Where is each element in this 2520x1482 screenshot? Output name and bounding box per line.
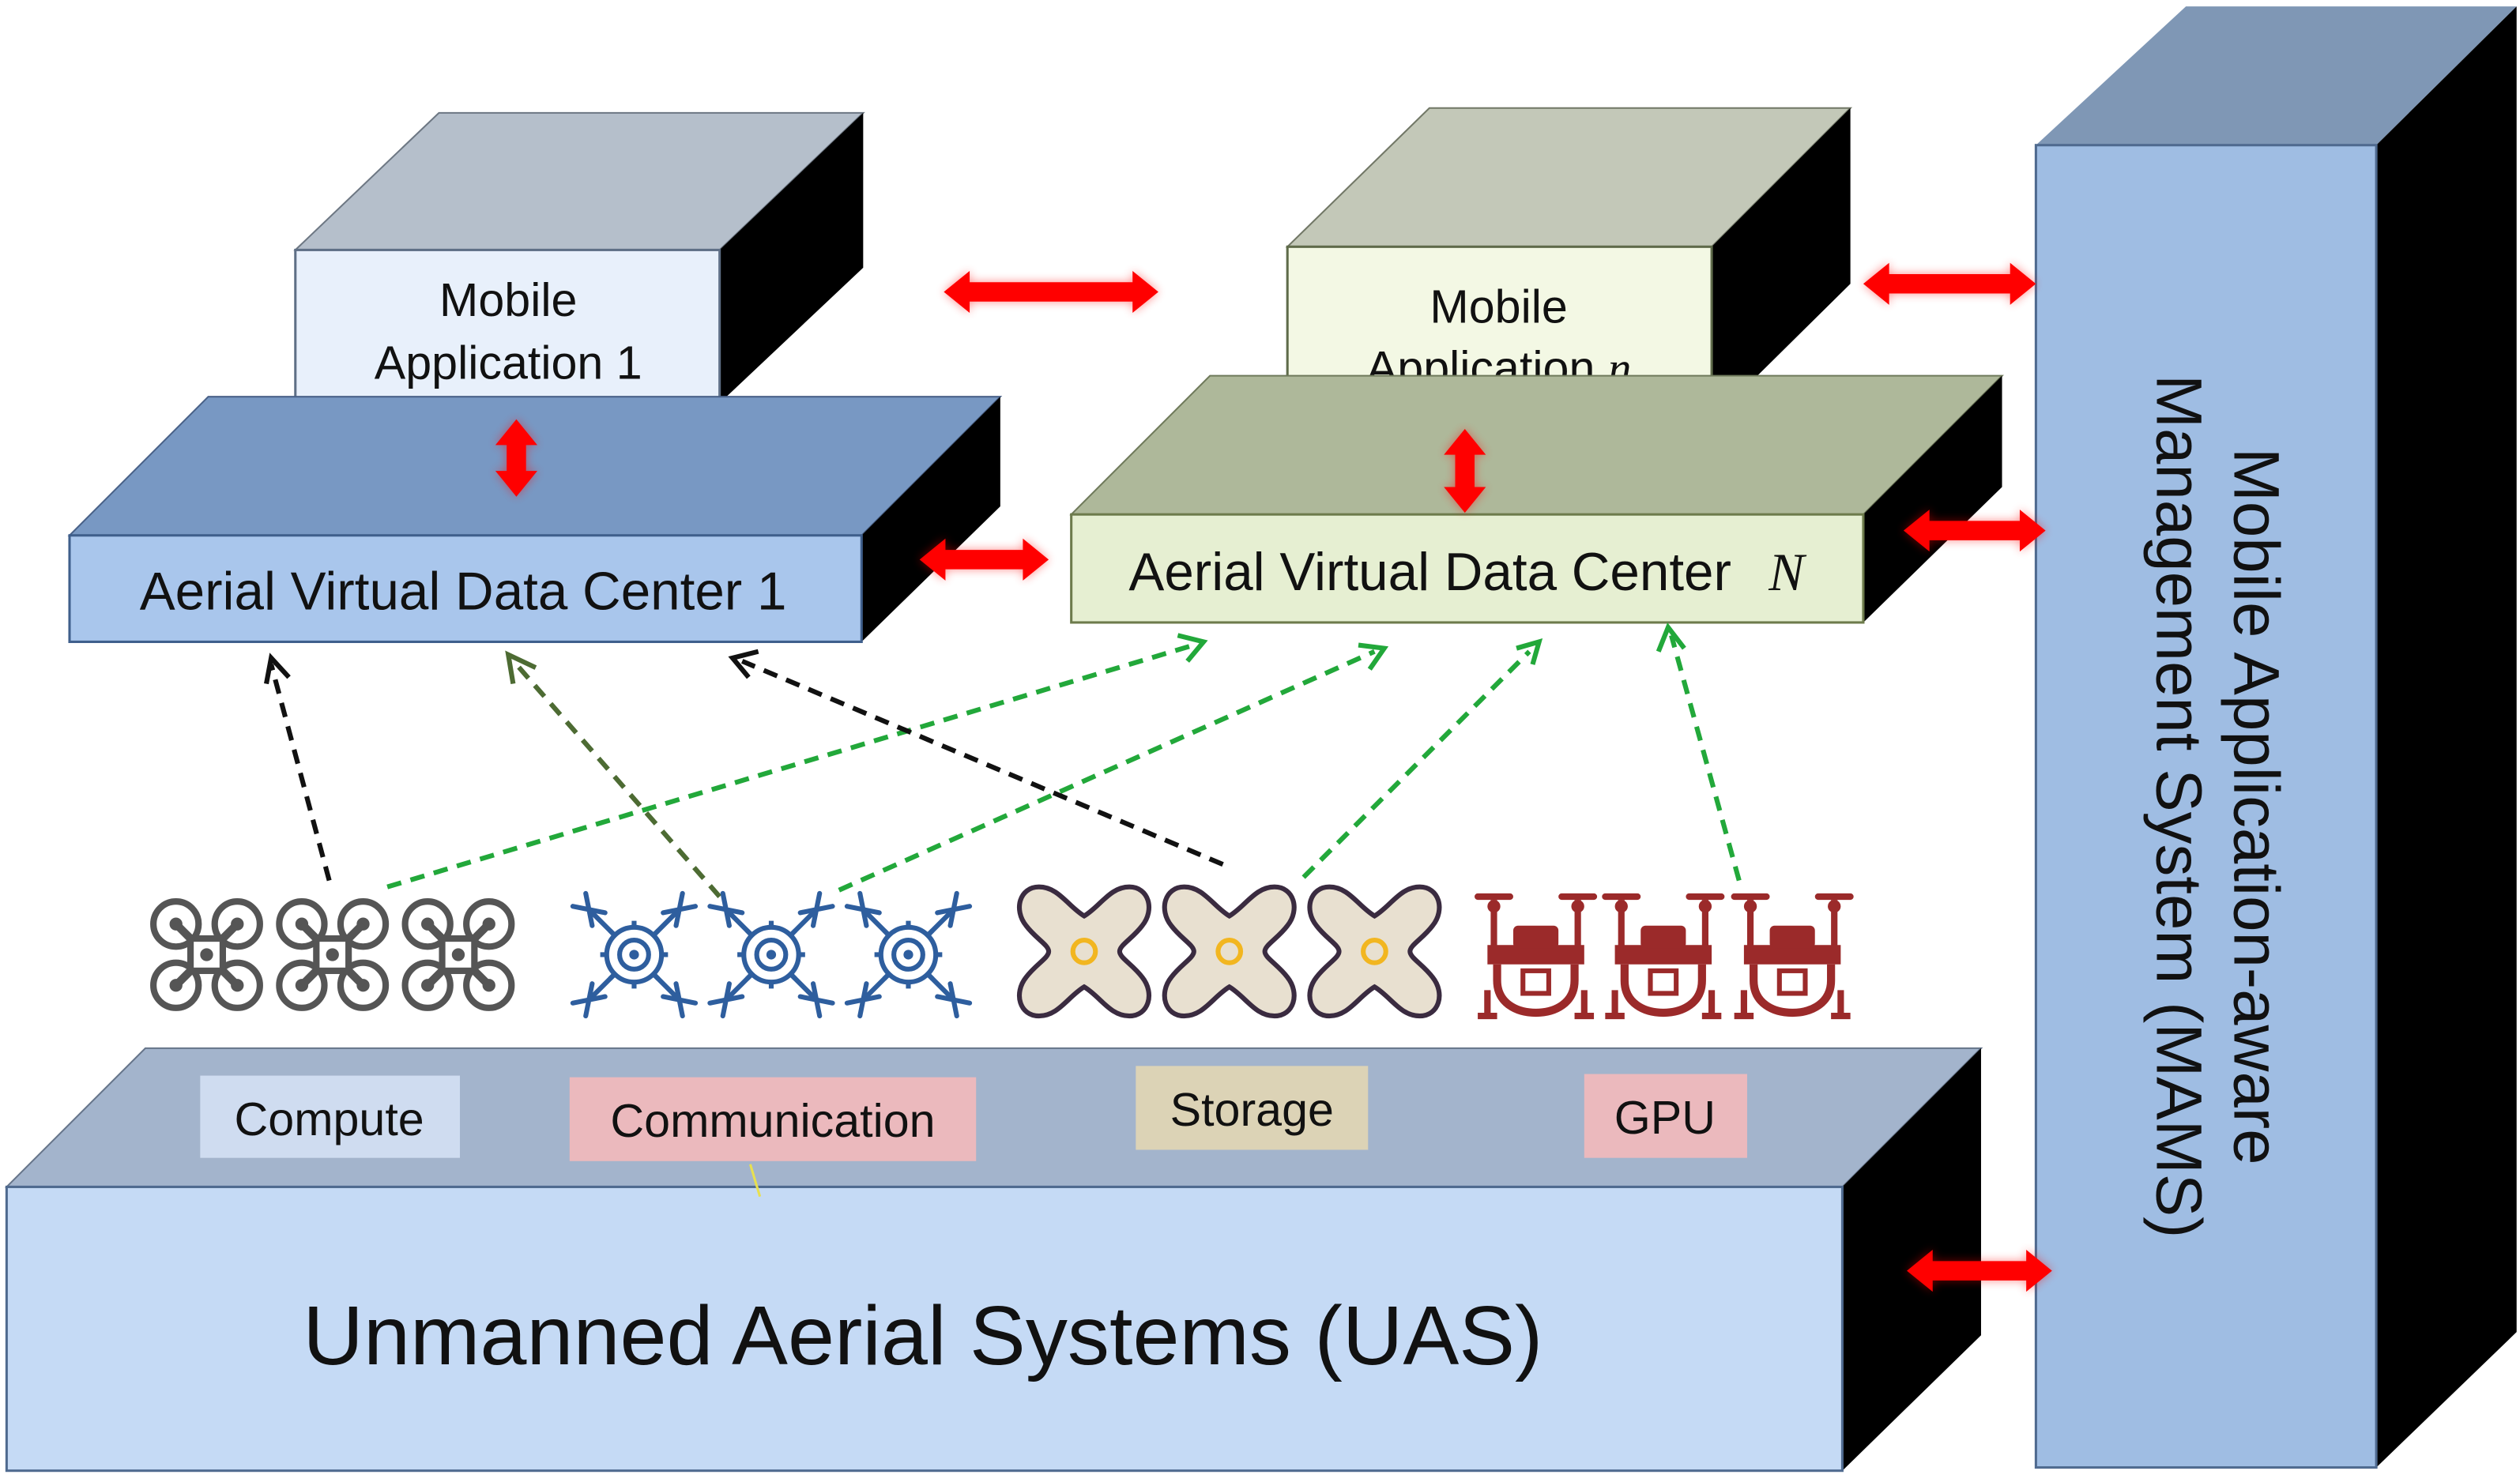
resource-links (269, 634, 1742, 899)
quadcopter-frame-icon (1165, 887, 1294, 1016)
quadcopter-gear-icon (847, 893, 970, 1016)
arrow-avdcn-to-mams-shape (1903, 510, 2046, 552)
resource-tag-gpu (1584, 1074, 1747, 1158)
cargo-drone-icon (1735, 897, 1851, 1016)
arrow-avdc1-to-avdcn-shape (919, 538, 1049, 581)
resource-label-gpu: GPU (1614, 1091, 1716, 1144)
drone-group-storage (1019, 887, 1439, 1016)
quadcopter-x-icon (153, 901, 260, 1008)
drone-group-compute (153, 901, 511, 1008)
arrowhead-storage-avdc-n (1516, 638, 1543, 665)
link-storage-to-avdc-1 (741, 659, 1224, 867)
arrowhead-comm-avdc-1 (505, 650, 537, 685)
resource-label-communication: Communication (610, 1094, 935, 1147)
cargo-drone-icon (1605, 897, 1721, 1016)
mams-block: Mobile Application-aware Management Syst… (2034, 6, 2517, 1469)
avdc-1-label: Aerial Virtual Data Center 1 (140, 562, 787, 622)
bidirectional-arrows (495, 262, 2052, 1292)
arrow-avdc1-to-avdcn (919, 538, 1049, 581)
avdc-1-block: Aerial Virtual Data Center 1 (67, 396, 1003, 643)
quadcopter-gear-icon (573, 893, 695, 1016)
arrowhead-comm-avdc-n (1358, 642, 1389, 671)
resource-tag-communication (569, 1077, 977, 1161)
mobile-application-1-line1: Mobile (439, 273, 577, 326)
mams-label-line1: Mobile Application-aware (2220, 448, 2292, 1165)
arrowhead-storage-avdc-1 (728, 649, 759, 679)
link-storage-to-avdc-n (1301, 649, 1531, 879)
resource-tag-storage (1136, 1066, 1369, 1150)
arrow-app1-to-avdc1-shape (495, 419, 537, 497)
link-compute-to-avdc-n (386, 642, 1195, 890)
stray-mark (748, 1164, 762, 1198)
arrowhead-gpu-avdc-n (1656, 622, 1686, 653)
arrow-app1-to-avdc1 (495, 419, 537, 497)
cargo-drone-icon (1478, 897, 1594, 1016)
link-arrowheads (264, 622, 1686, 685)
quadcopter-gear-icon (710, 893, 832, 1016)
uas-label: Unmanned Aerial Systems (UAS) (303, 1289, 1543, 1382)
link-compute-to-avdc-1 (269, 664, 332, 882)
avdc-n-block: Aerial Virtual Data Center N (1069, 374, 2004, 624)
drone-group-gpu (1478, 897, 1851, 1016)
avdc-n-variable: N (1768, 543, 1807, 602)
arrow-avdcn-to-mams (1903, 510, 2046, 552)
quadcopter-frame-icon (1019, 887, 1149, 1016)
quadcopter-frame-icon (1309, 887, 1439, 1016)
arrowhead-compute-avdc-n (1177, 633, 1208, 663)
mobile-application-n-line1: Mobile (1430, 280, 1567, 333)
avdc-n-label-group: Aerial Virtual Data Center N (1128, 543, 1807, 602)
avdc-n-label: Aerial Virtual Data Center (1128, 543, 1746, 602)
mams-label-line2: Management System (MAMS) (2142, 374, 2214, 1238)
arrow-uas-to-mams (1907, 1250, 2052, 1292)
arrow-appn-to-mams-shape (1863, 262, 2036, 305)
arrow-appn-to-avdcn (1444, 428, 1486, 513)
drone-group-communication (573, 893, 970, 1016)
arrow-app1-to-appn (944, 270, 1158, 314)
mobile-application-n-block: Mobile Application n (1285, 107, 1853, 423)
quadcopter-x-icon (405, 901, 512, 1008)
link-comm-to-avdc-1 (514, 663, 721, 899)
resource-label-compute: Compute (235, 1093, 424, 1145)
arrow-appn-to-avdcn-shape (1444, 428, 1486, 513)
link-gpu-to-avdc-n (1669, 634, 1742, 882)
quadcopter-x-icon (279, 901, 386, 1008)
mobile-application-1-line2: Application 1 (375, 337, 642, 389)
resource-label-storage: Storage (1170, 1083, 1334, 1136)
arrow-uas-to-mams-shape (1907, 1250, 2052, 1292)
resource-tag-compute (200, 1075, 460, 1158)
link-comm-to-avdc-n (838, 649, 1376, 893)
uas-block: Unmanned Aerial Systems (UAS) Compute Co… (4, 1047, 1983, 1473)
arrowhead-compute-avdc-1 (264, 653, 291, 685)
arrow-app1-to-appn-shape (944, 270, 1158, 314)
arrow-appn-to-mams (1863, 262, 2036, 305)
mobile-application-1-block: Mobile Application 1 (293, 111, 865, 404)
